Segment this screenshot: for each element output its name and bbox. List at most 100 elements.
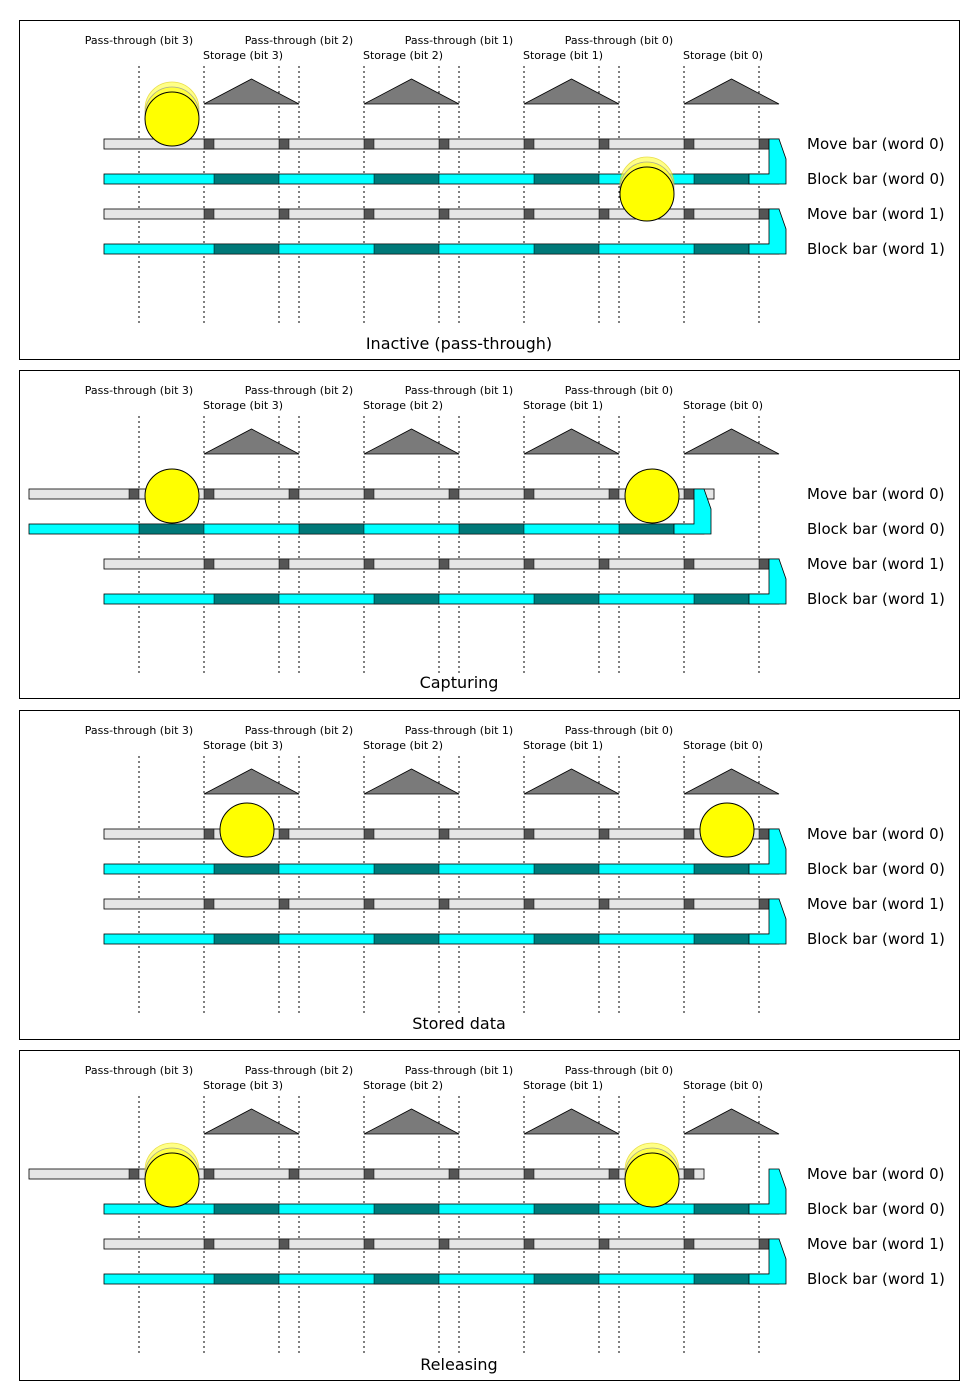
move-bar-peg [128, 1168, 140, 1180]
storage-label: Storage (bit 3) [203, 399, 283, 412]
move-bar-peg [203, 898, 215, 910]
pass-through-label: Pass-through (bit 3) [85, 34, 193, 47]
storage-triangle [523, 428, 620, 455]
move-bar-peg [278, 138, 290, 150]
block-bar-dark-segment [138, 523, 205, 535]
block-bar-dark-segment [533, 933, 600, 945]
move-bar-peg [363, 828, 375, 840]
move-bar-peg [523, 1168, 535, 1180]
pass-through-label: Pass-through (bit 2) [245, 1064, 353, 1077]
move-bar-peg [523, 828, 535, 840]
move-bar-peg [683, 1238, 695, 1250]
block-bar-dark-segment [373, 1273, 440, 1285]
pass-through-label: Pass-through (bit 1) [405, 1064, 513, 1077]
block-bar-dark-segment [213, 173, 280, 185]
storage-triangle [363, 428, 460, 455]
storage-label: Storage (bit 3) [203, 739, 283, 752]
block-bar-word1 [103, 243, 780, 255]
bar-connector [748, 138, 787, 185]
block-bar-word0 [103, 1203, 780, 1215]
move-bar-peg [438, 138, 450, 150]
move-bar-peg [203, 828, 215, 840]
move-bar-peg [598, 208, 610, 220]
move-bar-peg [203, 208, 215, 220]
pass-through-label: Pass-through (bit 1) [405, 724, 513, 737]
move-bar-peg [598, 898, 610, 910]
block-bar-dark-segment [373, 243, 440, 255]
move-bar-peg [523, 1238, 535, 1250]
pass-through-label: Pass-through (bit 2) [245, 384, 353, 397]
panel-title: Inactive (pass-through) [366, 334, 552, 353]
move-bar-peg [758, 828, 770, 840]
move-bar-peg [683, 488, 695, 500]
data-ball [619, 166, 675, 222]
move-bar-peg [758, 208, 770, 220]
move-bar-peg [683, 558, 695, 570]
panel-stored: Pass-through (bit 3)Pass-through (bit 2)… [19, 710, 960, 1040]
move-bar-peg [203, 138, 215, 150]
data-ball [219, 802, 275, 858]
block-bar-dark-segment [213, 243, 280, 255]
block-bar-dark-segment [213, 1203, 280, 1215]
storage-label: Storage (bit 2) [363, 739, 443, 752]
move-bar-peg [448, 488, 460, 500]
move-bar-peg [278, 898, 290, 910]
move-bar-peg [683, 828, 695, 840]
bar-label: Block bar (word 1) [807, 1270, 945, 1288]
bar-label: Block bar (word 0) [807, 170, 945, 188]
block-bar-dark-segment [373, 1203, 440, 1215]
storage-label: Storage (bit 2) [363, 399, 443, 412]
move-bar-peg [438, 558, 450, 570]
bar-label: Block bar (word 1) [807, 930, 945, 948]
block-bar-dark-segment [533, 243, 600, 255]
bar-label: Move bar (word 0) [807, 135, 945, 153]
storage-triangle [683, 428, 780, 455]
bar-label: Block bar (word 0) [807, 520, 945, 538]
storage-triangle [203, 78, 300, 105]
bar-label: Move bar (word 1) [807, 205, 945, 223]
move-bar-peg [758, 138, 770, 150]
move-bar-peg [438, 898, 450, 910]
bar-label: Block bar (word 0) [807, 860, 945, 878]
block-bar-dark-segment [373, 593, 440, 605]
move-bar-peg [598, 558, 610, 570]
block-bar-dark-segment [458, 523, 525, 535]
move-bar-peg [278, 1238, 290, 1250]
bar-connector [748, 1238, 787, 1285]
move-bar-peg [523, 208, 535, 220]
move-bar-peg [683, 1168, 695, 1180]
move-bar-peg [363, 208, 375, 220]
storage-label: Storage (bit 3) [203, 1079, 283, 1092]
block-bar-word0 [103, 173, 780, 185]
bar-label: Move bar (word 0) [807, 485, 945, 503]
storage-triangle [203, 768, 300, 795]
panel-frame [19, 710, 960, 1040]
move-bar-peg [683, 898, 695, 910]
block-bar-word1 [103, 1273, 780, 1285]
block-bar-dark-segment [213, 593, 280, 605]
move-bar-peg [598, 138, 610, 150]
storage-triangle [523, 1108, 620, 1135]
move-bar-peg [278, 558, 290, 570]
pass-through-label: Pass-through (bit 0) [565, 384, 673, 397]
storage-triangle [203, 428, 300, 455]
storage-triangle [683, 78, 780, 105]
data-ball [144, 468, 200, 524]
storage-triangle [363, 768, 460, 795]
storage-label: Storage (bit 0) [683, 49, 763, 62]
bar-label: Move bar (word 1) [807, 895, 945, 913]
panel-capturing: Pass-through (bit 3)Pass-through (bit 2)… [19, 370, 960, 699]
pass-through-label: Pass-through (bit 0) [565, 1064, 673, 1077]
pass-through-label: Pass-through (bit 3) [85, 1064, 193, 1077]
move-bar-peg [758, 1238, 770, 1250]
data-ball [699, 802, 755, 858]
move-bar-peg [523, 898, 535, 910]
move-bar-peg [363, 488, 375, 500]
bar-label: Block bar (word 0) [807, 1200, 945, 1218]
pass-through-label: Pass-through (bit 1) [405, 384, 513, 397]
block-bar-dark-segment [533, 173, 600, 185]
storage-triangle [523, 768, 620, 795]
storage-label: Storage (bit 0) [683, 399, 763, 412]
bar-connector [748, 898, 787, 945]
move-bar-peg [363, 558, 375, 570]
